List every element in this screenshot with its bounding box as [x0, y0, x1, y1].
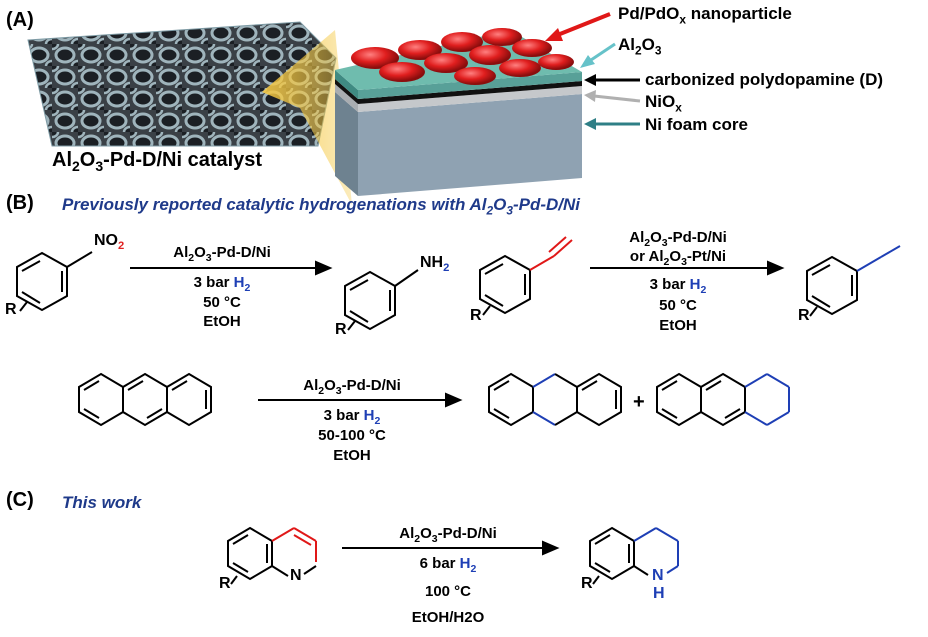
- nitroarene-structure: [16, 251, 93, 312]
- amine-nitrogen: N: [652, 567, 664, 584]
- r1-solvent: EtOH: [203, 313, 241, 330]
- r1-pressure: 3 bar H2: [193, 274, 251, 294]
- panel-b-header: Previously reported catalytic hydrogenat…: [62, 195, 580, 218]
- tetrahydroanthracene-structure: [656, 372, 790, 427]
- c-catalyst: Al2O3-Pd-D/Ni: [399, 525, 497, 545]
- r1-catalyst: Al2O3-Pd-D/Ni: [173, 244, 271, 264]
- r2-catalyst-pt: or Al2O3-Pt/Ni: [629, 248, 727, 268]
- legend-arrows: [545, 12, 641, 130]
- styrene-structure: [479, 236, 573, 316]
- quinoline-nitrogen: N: [290, 567, 302, 584]
- reaction-arrows: [130, 260, 785, 556]
- r3-temperature: 50-100 °C: [318, 427, 386, 444]
- r3-catalyst: Al2O3-Pd-D/Ni: [303, 377, 401, 397]
- tetrahydroquinoline-structure: [589, 526, 679, 585]
- c-solvent: EtOH/H2O: [411, 609, 485, 626]
- r3-solvent: EtOH: [333, 447, 371, 464]
- dihydroanthracene-structure: [488, 372, 622, 427]
- ethylbenzene-structure: [806, 245, 901, 317]
- r2-product-substituent: R: [798, 307, 810, 324]
- anthracene-structure: [78, 372, 212, 427]
- amine-group-label: NH2: [420, 254, 450, 275]
- nitro-group-label: NO2: [94, 232, 125, 253]
- r2-solvent: EtOH: [659, 317, 697, 334]
- r3-pressure: 3 bar H2: [323, 407, 381, 427]
- panel-c-label: (C): [6, 489, 34, 511]
- plus-sign: +: [633, 391, 645, 413]
- r2-substituent: R: [470, 307, 482, 324]
- legend-carbon: carbonized polydopamine (D): [645, 70, 884, 89]
- r2-pressure: 3 bar H2: [649, 276, 707, 296]
- catalyst-caption: Al2O3-Pd-D/Ni catalyst: [52, 149, 263, 174]
- zoom-beam: [262, 30, 352, 205]
- nanoparticles: [351, 28, 574, 85]
- r1-substituent: R: [5, 301, 17, 318]
- panel-c-header: This work: [62, 493, 142, 512]
- r2-catalyst-pd: Al2O3-Pd-D/Ni: [629, 229, 727, 249]
- r1-product-substituent: R: [335, 321, 347, 338]
- c-temperature: 100 °C: [424, 583, 472, 600]
- quinoline-structure: [227, 526, 317, 585]
- r1-temperature: 50 °C: [203, 294, 241, 311]
- c-product-substituent: R: [581, 575, 593, 592]
- legend-niox: NiOx: [645, 92, 682, 115]
- c-pressure: 6 bar H2: [419, 555, 477, 575]
- aniline-structure: [344, 269, 419, 331]
- r2-temperature: 50 °C: [659, 297, 697, 314]
- c-substituent: R: [219, 575, 231, 592]
- panel-a-label: (A): [6, 9, 34, 31]
- amine-hydrogen: H: [653, 585, 665, 602]
- legend-ni-core: Ni foam core: [645, 115, 748, 134]
- legend-alumina: Al2O3: [618, 35, 662, 58]
- legend-nanoparticle: Pd/PdOx nanoparticle: [618, 4, 792, 27]
- panel-b-label: (B): [6, 192, 34, 214]
